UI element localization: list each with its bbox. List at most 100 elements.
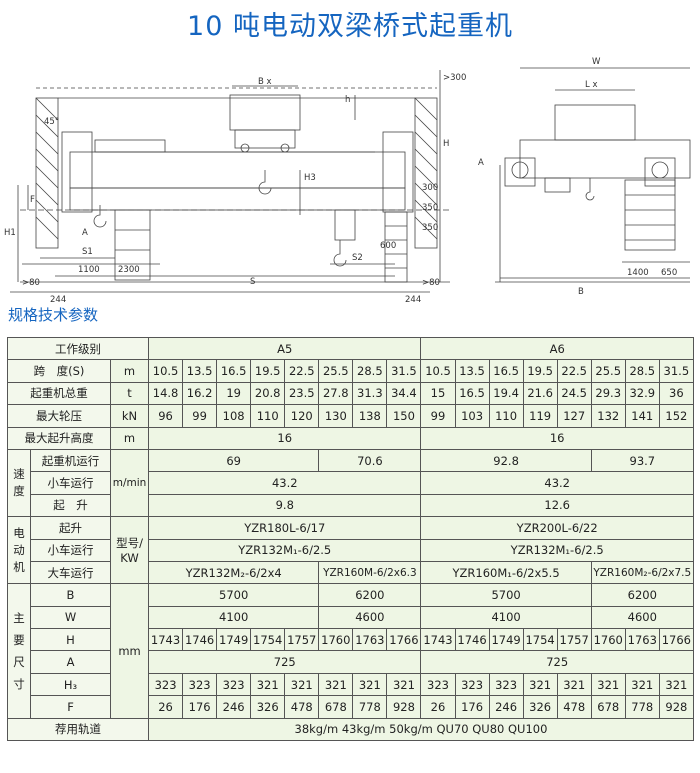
- drawing-label: B: [578, 287, 584, 297]
- table-cell: 928: [658, 695, 694, 719]
- drawing-label: >300: [443, 73, 466, 83]
- table-row: 电动机 起升 型号/KW YZR180L-6/17 YZR200L-6/22: [7, 516, 694, 585]
- drawing-label: B x: [258, 77, 272, 87]
- section-title: 规格技术参数: [8, 306, 99, 324]
- table-cell: 16.5: [216, 359, 252, 383]
- drawing-label: 350: [422, 203, 438, 213]
- a6-header: A6: [420, 336, 694, 361]
- table-cell: 1766: [658, 628, 694, 652]
- crane-run-label: 起重机运行: [30, 448, 111, 473]
- table-row: A 725 725: [8, 650, 694, 674]
- W-a6-1: 4100: [420, 605, 592, 630]
- W-label: W: [30, 605, 111, 630]
- table-cell: 23.5: [284, 381, 320, 406]
- table-cell: 778: [352, 695, 388, 719]
- weight-unit: t: [109, 381, 150, 406]
- drawing-label: 350: [422, 223, 438, 233]
- drawing-label: A: [478, 158, 484, 168]
- F-label: F: [30, 695, 111, 719]
- drawing-label: >80: [22, 278, 40, 288]
- crane-run-a6-1: 92.8: [420, 448, 592, 473]
- table-cell: 28.5: [352, 359, 388, 383]
- wheel-label: 最大轮压: [7, 404, 111, 428]
- a5-header: A5: [148, 336, 422, 361]
- drawing-label: W: [592, 57, 601, 67]
- motor-hoist-a6: YZR200L-6/22: [420, 516, 694, 540]
- motor-crane-label: 大车运行: [30, 560, 111, 585]
- table-cell: 19.5: [522, 359, 558, 383]
- table-row: 荐用轨道 38kg/m 43kg/m 50kg/m QU70 QU80 QU10…: [6, 717, 694, 742]
- table-cell: 130: [318, 404, 354, 428]
- trolley-run-a5: 43.2: [148, 471, 422, 495]
- table-cell: 141: [624, 404, 660, 428]
- table-cell: 1757: [284, 628, 320, 652]
- drawing-label: S: [250, 277, 255, 287]
- table-cell: 1763: [624, 628, 660, 652]
- drawing-label: A: [82, 228, 88, 238]
- table-cell: 321: [318, 672, 354, 697]
- table-cell: 150: [386, 404, 422, 428]
- weight-label: 起重机总重: [7, 381, 111, 406]
- hoist-a6: 12.6: [420, 493, 694, 518]
- W-a6-2: 4600: [590, 605, 694, 630]
- table-cell: 323: [216, 672, 252, 697]
- lift-a5: 16: [148, 426, 422, 450]
- table-row: 主要尺寸 B mm 5700 6200 5700 6200: [7, 583, 694, 719]
- lift-label: 最大起升高度: [7, 426, 111, 450]
- table-cell: 25.5: [318, 359, 354, 383]
- motor-label: 电动机: [7, 516, 31, 585]
- crane-run-a5-1: 69: [148, 448, 320, 473]
- motor-hoist-label: 起升: [30, 516, 111, 540]
- table-cell: 110: [250, 404, 286, 428]
- H3-label: H₃: [30, 672, 111, 697]
- table-cell: 24.5: [556, 381, 592, 406]
- motor-trolley-a5: YZR132M₁-6/2.5: [148, 538, 422, 562]
- table-cell: 19.5: [250, 359, 286, 383]
- table-cell: 321: [386, 672, 422, 697]
- span-label: 跨 度(S): [7, 359, 111, 383]
- drawing-label: L x: [585, 80, 597, 90]
- drawing-label: S2: [352, 253, 363, 263]
- B-a5-2: 6200: [318, 583, 422, 607]
- table-cell: 10.5: [148, 359, 184, 383]
- speed-label: 速度: [7, 448, 31, 518]
- drawing-label: 1100: [78, 265, 100, 275]
- table-row: 最大起升高度 m 16 16: [7, 426, 694, 450]
- table-cell: 99: [420, 404, 456, 428]
- table-cell: 323: [148, 672, 184, 697]
- table-cell: 99: [182, 404, 218, 428]
- table-cell: 34.4: [386, 381, 422, 406]
- table-cell: 31.3: [352, 381, 388, 406]
- table-cell: 323: [454, 672, 490, 697]
- table-cell: 321: [250, 672, 286, 697]
- table-cell: 16.2: [182, 381, 218, 406]
- table-cell: 16.5: [454, 381, 490, 406]
- A-a6: 725: [420, 650, 694, 674]
- speed-unit: m/min: [109, 448, 150, 518]
- rail-label: 荐用轨道: [6, 717, 150, 742]
- dims-unit: mm: [109, 583, 150, 719]
- motor-trolley-label: 小车运行: [30, 538, 111, 562]
- table-cell: 10.5: [420, 359, 456, 383]
- drawing-label: H1: [4, 228, 16, 238]
- table-cell: 321: [352, 672, 388, 697]
- table-cell: 20.8: [250, 381, 286, 406]
- table-cell: 36: [658, 381, 694, 406]
- drawing-label: 600: [380, 241, 396, 251]
- table-cell: 678: [590, 695, 626, 719]
- table-cell: 152: [658, 404, 694, 428]
- trolley-run-label: 小车运行: [30, 471, 111, 495]
- table-row: 起 升 9.8 12.6: [8, 493, 694, 518]
- table-cell: 778: [624, 695, 660, 719]
- B-a5-1: 5700: [148, 583, 320, 607]
- wheel-unit: kN: [109, 404, 150, 428]
- crane-run-a6-2: 93.7: [590, 448, 694, 473]
- drawing-label: 244: [50, 295, 66, 302]
- crane-drawing: 45° B x h >300 H F H1 H3 A S1 1100 2300 …: [4, 57, 691, 302]
- table-cell: 22.5: [556, 359, 592, 383]
- table-cell: 478: [284, 695, 320, 719]
